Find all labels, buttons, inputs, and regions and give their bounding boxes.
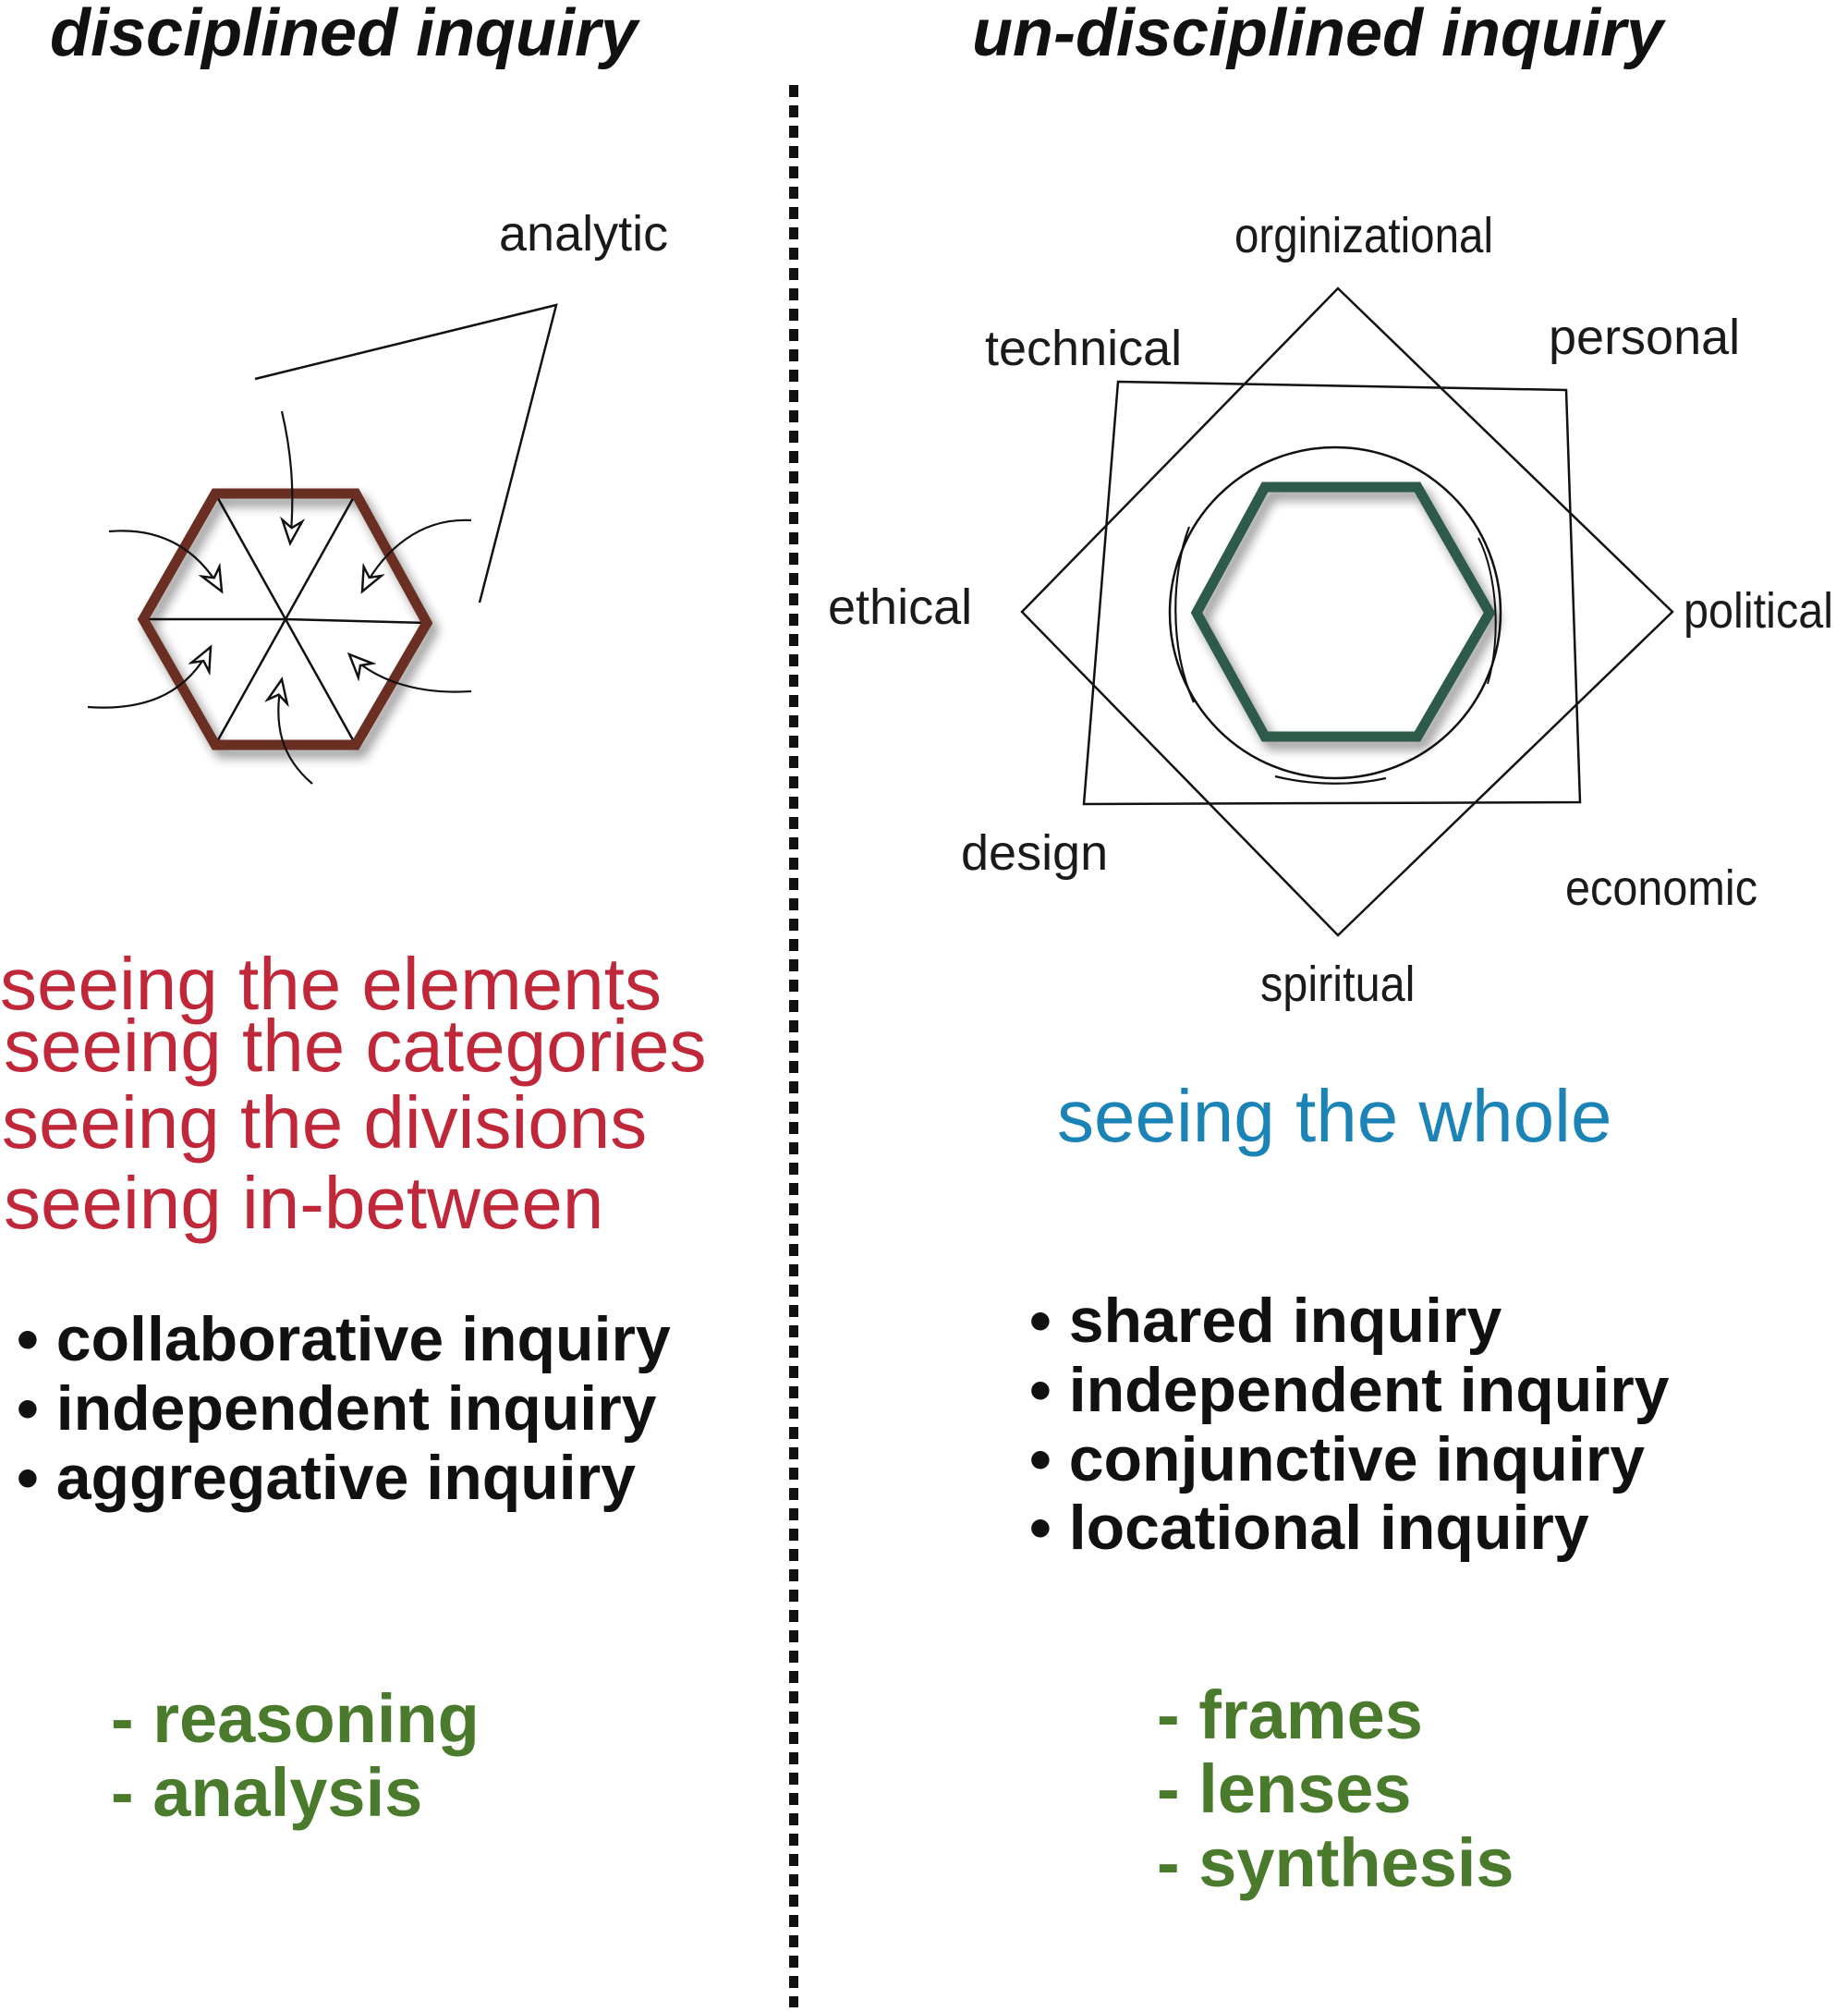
left-inquiry-list: • collaborative inquiry • independent in… (17, 1305, 671, 1512)
seeing-categories: seeing the categories (4, 1005, 707, 1087)
star-label-bottom-left: design (961, 825, 1109, 881)
right-heading: un-disciplined inquiry (972, 0, 1664, 70)
list-item: • conjunctive inquiry (1029, 1423, 1646, 1494)
star-label-left: ethical (828, 579, 973, 635)
star-label-right: political (1684, 583, 1834, 639)
star-label-top: orginizational (1234, 208, 1494, 263)
eight-point-star-with-circle-and-hexagon-icon (1020, 287, 1674, 937)
analytic-bracket-line (254, 303, 558, 604)
list-item: - synthesis (1157, 1823, 1514, 1901)
list-item: - reasoning (111, 1680, 480, 1757)
left-heading: disciplined inquiry (50, 0, 638, 70)
star-label-bottom: spiritual (1260, 957, 1416, 1012)
left-methods-list: - reasoning - analysis (111, 1682, 480, 1830)
analytic-label: analytic (499, 206, 669, 262)
list-item: • independent inquiry (1029, 1354, 1670, 1425)
list-item: • aggregative inquiry (17, 1442, 636, 1513)
hexagon-with-inward-arrows-icon (87, 410, 472, 785)
right-inquiry-list: • shared inquiry • independent inquiry •… (1029, 1286, 1669, 1563)
list-item: • independent inquiry (17, 1372, 657, 1444)
star-label-top-left: technical (985, 321, 1183, 376)
list-item: • collaborative inquiry (17, 1304, 671, 1374)
list-item: - frames (1157, 1677, 1423, 1753)
seeing-the-whole: seeing the whole (1057, 1075, 1612, 1157)
right-methods-list: - frames - lenses - synthesis (1157, 1678, 1514, 1900)
seeing-elements: seeing the elements (0, 943, 663, 1025)
seeing-divisions: seeing the divisions (2, 1081, 648, 1164)
list-item: • locational inquiry (1029, 1493, 1589, 1564)
list-item: • shared inquiry (1029, 1286, 1502, 1356)
list-item: - lenses (1157, 1750, 1412, 1827)
list-item: - analysis (111, 1753, 423, 1831)
star-label-bottom-right: economic (1565, 860, 1757, 916)
star-label-top-right: personal (1549, 310, 1741, 365)
seeing-in-between: seeing in-between (4, 1162, 604, 1244)
